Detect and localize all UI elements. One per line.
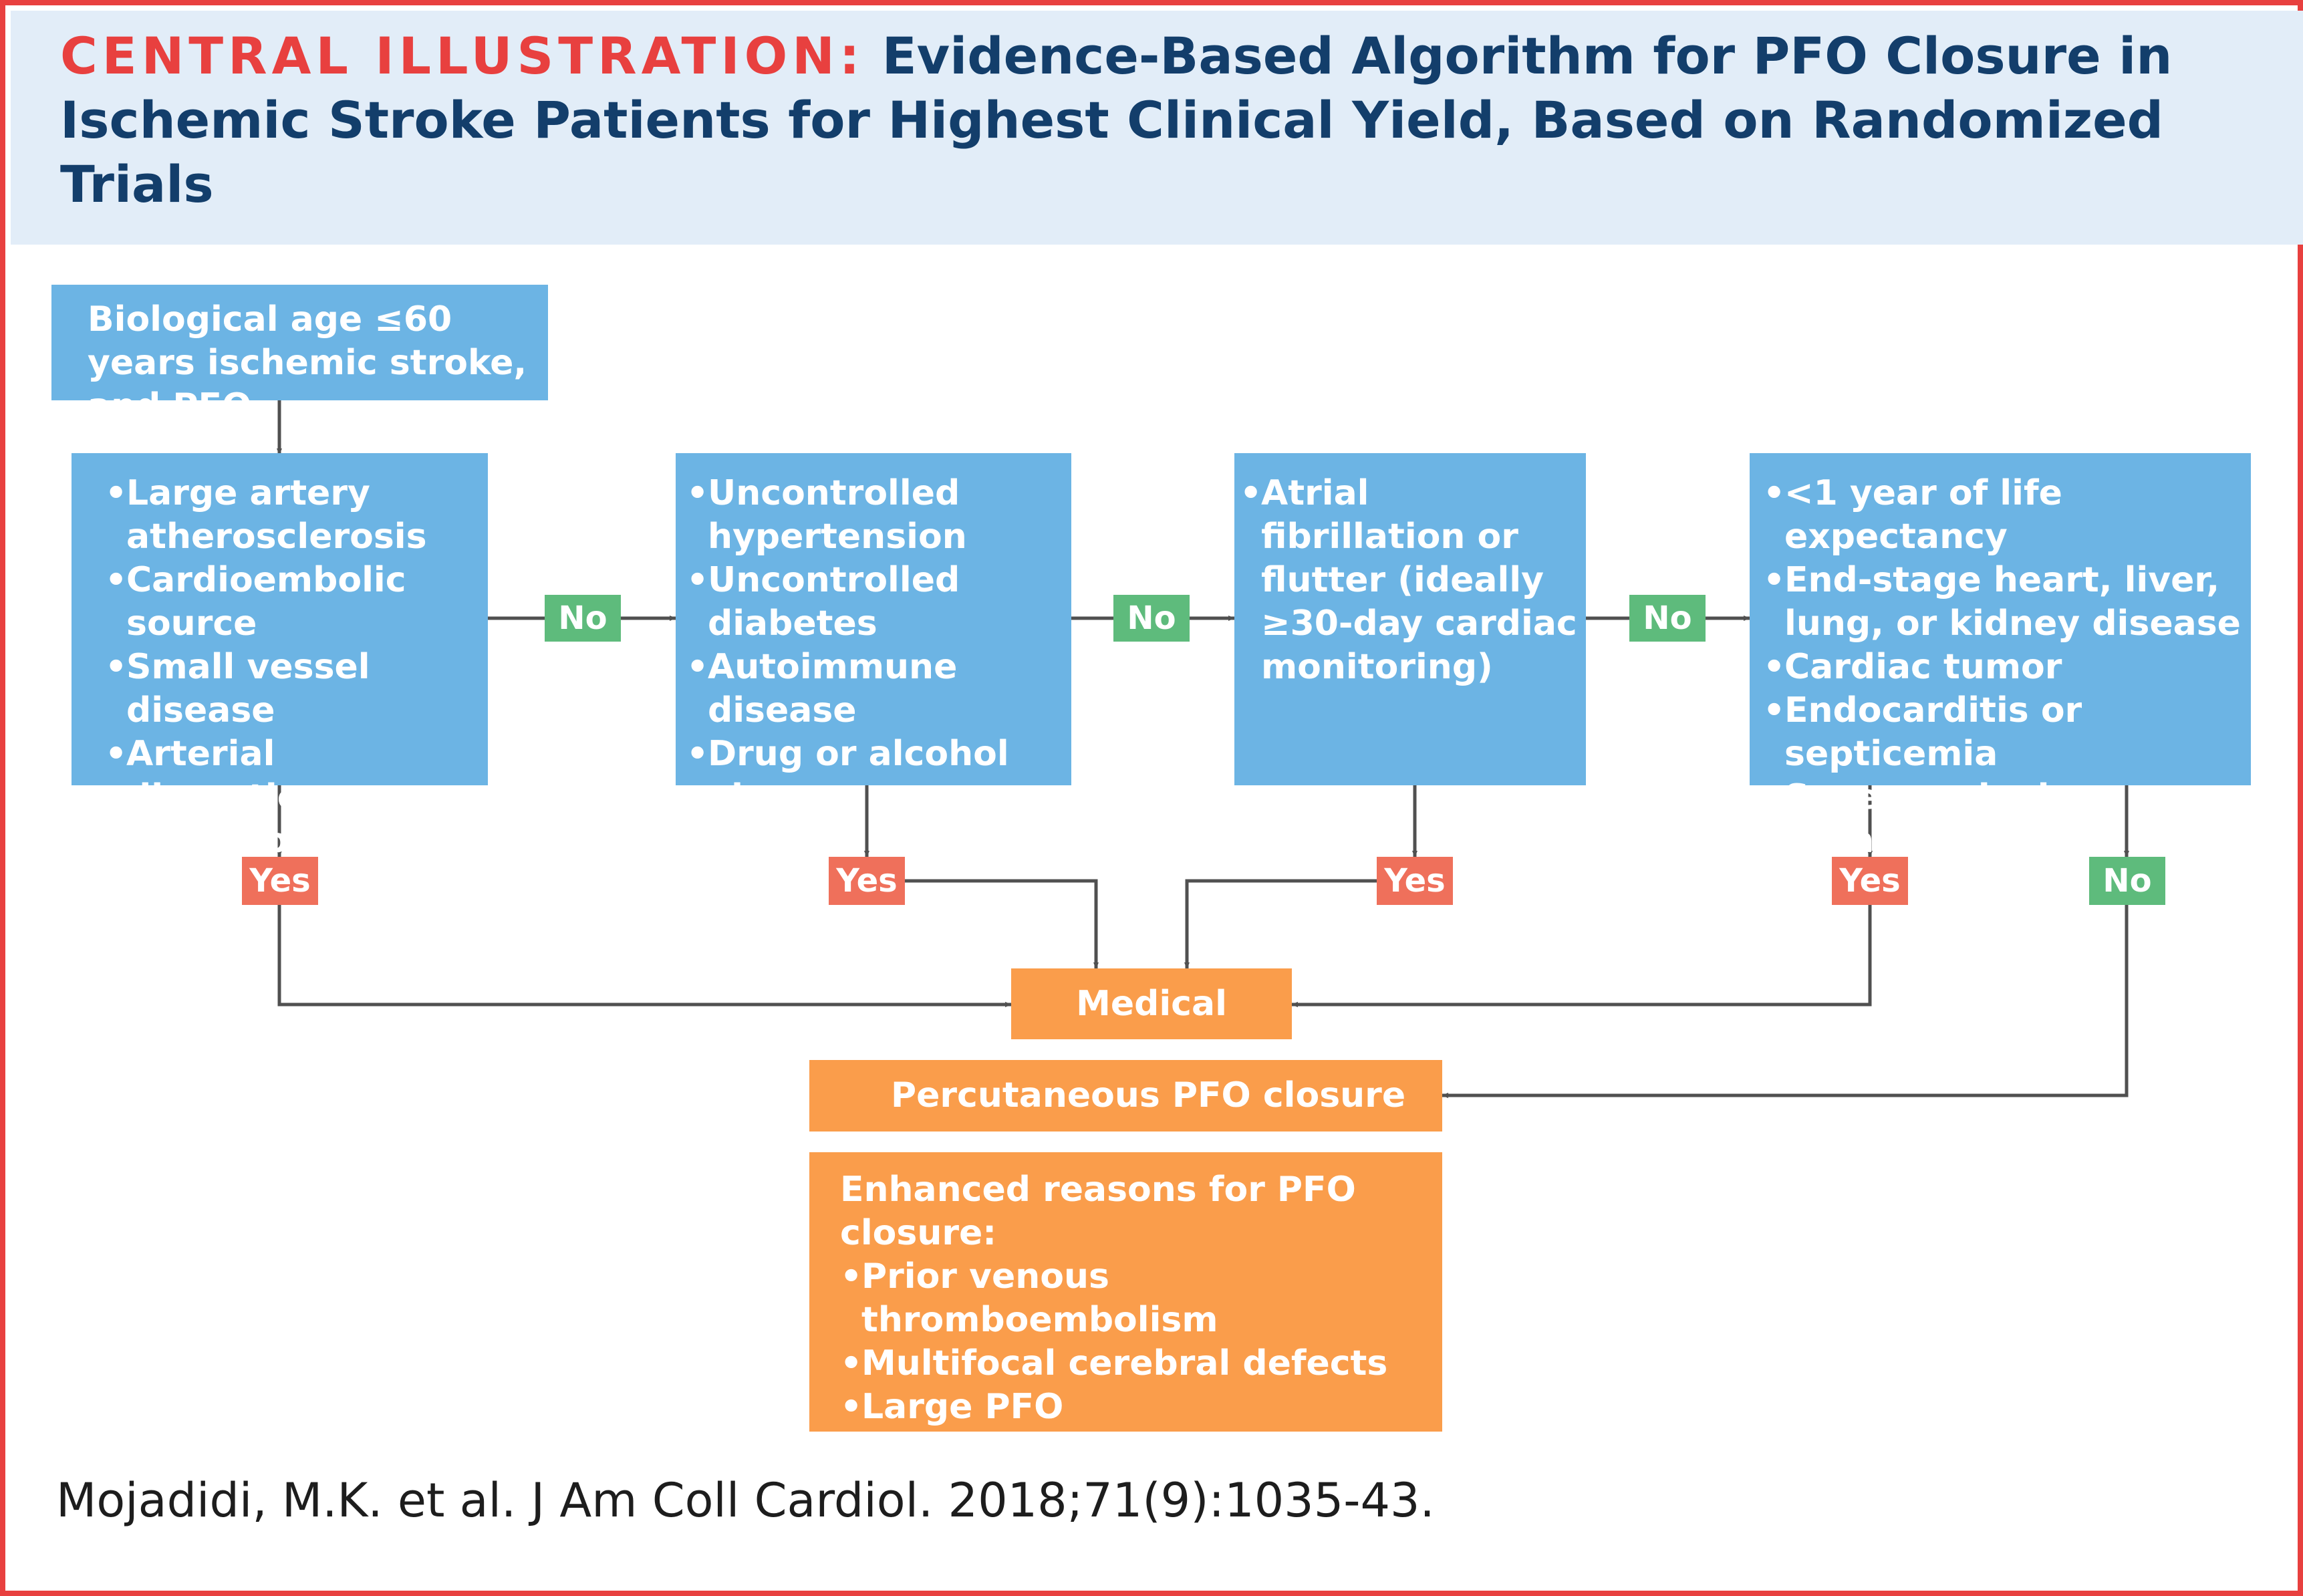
list-item: Endocarditis or septicemia <box>1763 689 2247 776</box>
arrow-yes2-medical <box>905 881 1096 968</box>
list-item: Small vessel disease <box>105 646 485 733</box>
start-box: Biological age ≤60 years ischemic stroke… <box>51 285 548 400</box>
no-tag-3: No <box>1629 595 1706 642</box>
list-item: Drug or alcohol abuse <box>686 733 1069 819</box>
list-item: Large PFO <box>840 1385 1436 1429</box>
citation: Mojadidi, M.K. et al. J Am Coll Cardiol.… <box>56 1470 1435 1531</box>
criteria-box-systemic: Uncontrolled hypertension Uncontrolled d… <box>676 453 1071 785</box>
criteria-box-arrhythmia: Atrial fibrillation or flutter (ideally … <box>1234 453 1586 785</box>
pfo-closure-label: Percutaneous PFO closure <box>891 1075 1405 1115</box>
list-item: Prior venous thromboembolism <box>840 1255 1436 1342</box>
criteria-list: <1 year of life expectancy End-stage hea… <box>1763 472 2247 863</box>
list-item: Atrial septal aneurysm <box>840 1429 1436 1472</box>
list-item: Cardiac tumor <box>1763 646 2247 689</box>
enhanced-reasons-heading: Enhanced reasons for PFO closure: <box>840 1168 1436 1255</box>
list-item: Cardioembolic source <box>105 559 485 646</box>
criteria-box-vascular: Large artery atherosclerosis Cardioembol… <box>72 453 488 785</box>
yes-tag-2: Yes <box>829 857 905 905</box>
list-item: Severe valvular pathology <box>1763 776 2247 863</box>
yes-tag-4: Yes <box>1832 857 1908 905</box>
no-tag-2: No <box>1113 595 1190 642</box>
list-item: Atrial fibrillation or flutter (ideally … <box>1240 472 1582 689</box>
list-item: Autoimmune disease <box>686 646 1069 733</box>
criteria-list: Uncontrolled hypertension Uncontrolled d… <box>686 472 1069 819</box>
pfo-closure-box: Percutaneous PFO closure <box>809 1060 1442 1132</box>
arrow-no4-closure <box>1442 905 2127 1095</box>
list-item: Arterial dissection <box>105 733 485 819</box>
criteria-list: Large artery atherosclerosis Cardioembol… <box>105 472 485 906</box>
yes-tag-1: Yes <box>242 857 318 905</box>
yes-tag-3: Yes <box>1377 857 1453 905</box>
medical-therapy-box: Medical therapy <box>1011 968 1292 1039</box>
arrow-yes4-medical <box>1292 905 1870 1005</box>
criteria-list: Atrial fibrillation or flutter (ideally … <box>1240 472 1582 689</box>
arrow-yes3-medical <box>1187 881 1377 968</box>
list-item: Multifocal cerebral defects <box>840 1342 1436 1385</box>
enhanced-reasons-box: Enhanced reasons for PFO closure: Prior … <box>809 1152 1442 1432</box>
list-item: Uncontrolled hypertension <box>686 472 1069 559</box>
list-item: <1 year of life expectancy <box>1763 472 2247 559</box>
list-item: End-stage heart, liver, lung, or kidney … <box>1763 559 2247 646</box>
no-tag-4: No <box>2089 857 2165 905</box>
list-item: Large artery atherosclerosis <box>105 472 485 559</box>
no-tag-1: No <box>545 595 621 642</box>
criteria-box-comorbidity: <1 year of life expectancy End-stage hea… <box>1750 453 2251 785</box>
arrow-yes1-medical <box>279 905 1011 1005</box>
list-item: Uncontrolled diabetes <box>686 559 1069 646</box>
